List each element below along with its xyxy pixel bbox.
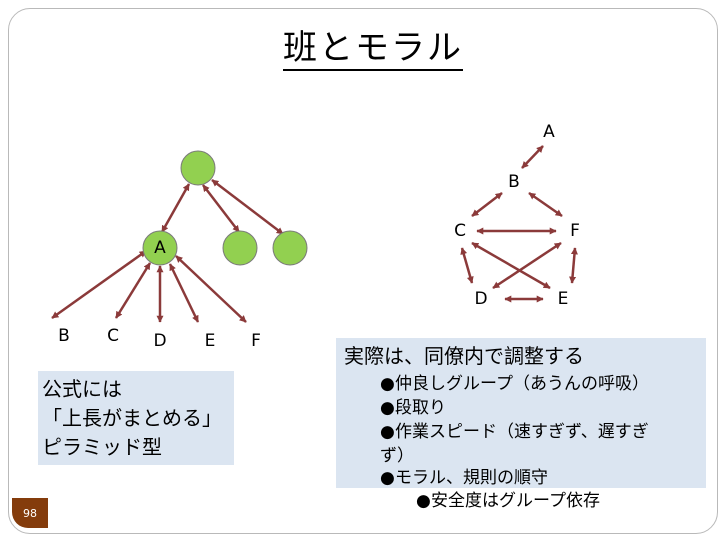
edge-top-right [211, 179, 284, 235]
edge-b-f [528, 191, 563, 218]
bullet-icon: ● [380, 374, 395, 394]
left-label-a: A [154, 238, 166, 258]
note-item: ●作業スピード（速すぎず、遅すぎ [380, 422, 649, 442]
right-diagram-edges [460, 145, 578, 303]
right-label-a: A [543, 122, 555, 142]
left-label-c: C [107, 326, 119, 346]
note-item: ●仲良しグループ（あうんの呼吸） [380, 374, 649, 394]
note-sub-item: ●安全度はグループ依存 [416, 491, 600, 511]
pyramid-caption: 公式には 「上長がまとめる」 ピラミッド型 [38, 371, 234, 465]
edge-b-a [521, 145, 544, 169]
bullet-icon: ● [380, 422, 395, 442]
edge-a-b [51, 249, 147, 320]
edge-f-d [492, 241, 562, 290]
left-node-a [142, 230, 178, 266]
bullet-icon: ● [380, 468, 395, 488]
left-label-f: F [251, 331, 261, 351]
note-item: ●段取り [380, 398, 446, 418]
bullet-icon: ● [416, 491, 431, 511]
left-node-mid [222, 230, 258, 266]
left-label-b: B [58, 326, 70, 346]
edge-top-mid [202, 184, 240, 233]
note-item: ●モラル、規則の順守 [380, 468, 548, 488]
edge-a-c [114, 262, 152, 319]
edge-a-f [175, 255, 247, 323]
edge-b-c [471, 192, 503, 217]
bullet-icon: ● [380, 398, 395, 418]
edge-f-e [569, 247, 578, 284]
left-diagram-edges [51, 179, 284, 323]
notes-box: 実際は、同僚内で調整する ●仲良しグループ（あうんの呼吸） ●段取り ●作業スピ… [336, 338, 706, 488]
right-label-d: D [474, 289, 487, 309]
page-number-badge: 98 [12, 498, 48, 528]
edge-c-d [460, 247, 474, 284]
left-node-top [180, 150, 216, 186]
left-label-d: D [153, 331, 166, 351]
slide-title: 班とモラル [283, 28, 463, 71]
note-item-continuation: ず） [380, 446, 414, 466]
edge-top-a [160, 183, 191, 233]
caption-line-1: 公式には [42, 377, 122, 401]
notes-heading: 実際は、同僚内で調整する [344, 344, 584, 368]
right-label-b: B [508, 172, 520, 192]
left-label-e: E [205, 331, 216, 351]
right-label-e: E [558, 289, 569, 309]
right-label-c: C [454, 221, 466, 241]
left-node-right [272, 230, 308, 266]
caption-line-2: 「上長がまとめる」 [42, 406, 222, 430]
caption-line-3: ピラミッド型 [42, 435, 162, 459]
edge-c-e [471, 241, 551, 290]
right-label-f: F [570, 221, 580, 241]
